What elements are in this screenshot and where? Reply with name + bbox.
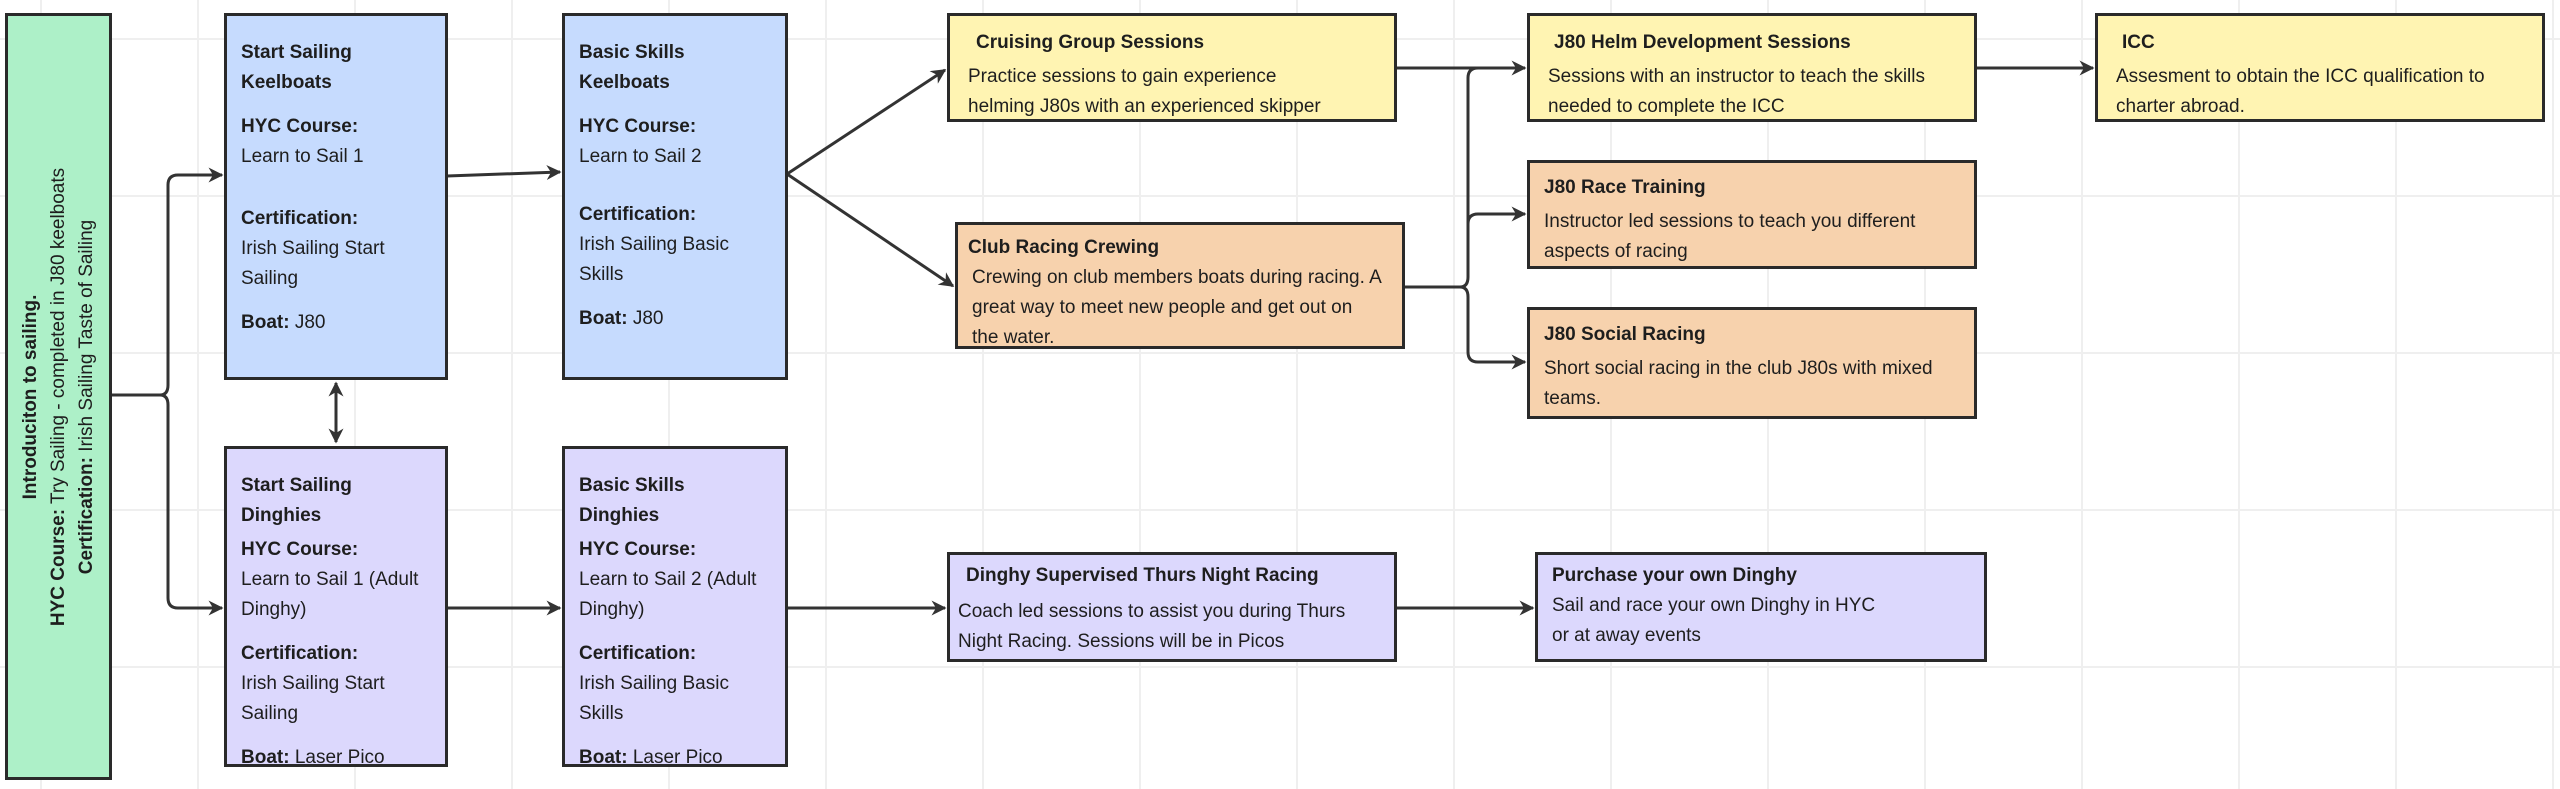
node-title: J80 Helm Development Sessions [1554, 32, 1851, 53]
cert-label: Certification: [241, 643, 359, 664]
course-value: Learn to Sail 2 (Adult Dinghy) [579, 569, 757, 620]
club-racing-node[interactable]: Club Racing Crewing Crewing on club memb… [955, 222, 1405, 349]
cert-label: Certification: [241, 208, 359, 229]
boat-label: Boat: [579, 308, 628, 329]
cert-value: Irish Sailing Start Sailing [241, 238, 385, 289]
course-value: Learn to Sail 1 [241, 146, 364, 167]
arrow-intro-to-start-dinghies [111, 393, 224, 616]
arrow-basic-keelboats-to-club-racing [786, 172, 955, 288]
course-label: HYC Course: [579, 116, 697, 137]
node-title: Club Racing Crewing [968, 237, 1160, 258]
cert-value: Irish Sailing Start Sailing [241, 673, 385, 724]
node-text: Crewing on club members boats during rac… [972, 267, 1381, 348]
node-title: Purchase your own Dinghy [1552, 565, 1797, 586]
arrow-basic-keelboats-to-cruising [786, 68, 947, 176]
node-text: Short social racing in the club J80s wit… [1544, 358, 1933, 409]
course-label: HYC Course: [241, 116, 359, 137]
arrow-club-to-social-racing [1459, 285, 1527, 370]
node-text: Sail and race your own Dinghy in HYC or … [1552, 595, 1876, 646]
node-text: Sessions with an instructor to teach the… [1548, 66, 1926, 117]
boat-value: Laser Pico [627, 747, 723, 768]
node-title: J80 Race Training [1544, 177, 1706, 198]
node-title: Basic Skills Dinghies [579, 475, 685, 526]
boat-value: J80 [627, 308, 664, 329]
helm-dev-node[interactable]: J80 Helm Development Sessions Sessions w… [1527, 13, 1977, 122]
node-text: Coach led sessions to assist you during … [958, 601, 1346, 652]
social-racing-node[interactable]: J80 Social Racing Short social racing in… [1527, 307, 1977, 419]
start-keelboats-node[interactable]: Start Sailing Keelboats HYC Course: Lear… [224, 13, 448, 380]
intro-node[interactable]: Introduciton to sailing. HYC Course: Try… [5, 13, 112, 780]
node-text: Practice sessions to gain experience hel… [968, 66, 1321, 117]
node-title: Dinghy Supervised Thurs Night Racing [966, 565, 1319, 586]
dinghy-racing-node[interactable]: Dinghy Supervised Thurs Night Racing Coa… [947, 552, 1397, 662]
node-title: J80 Social Racing [1544, 324, 1706, 345]
boat-value: J80 [289, 312, 326, 333]
cert-value: Irish Sailing Basic Skills [579, 234, 729, 285]
cert-value: Irish Sailing Basic Skills [579, 673, 729, 724]
purchase-node[interactable]: Purchase your own Dinghy Sail and race y… [1535, 552, 1987, 662]
node-text: Instructor led sessions to teach you dif… [1544, 211, 1916, 262]
node-title: Start Sailing Keelboats [241, 42, 352, 93]
node-text: Assesment to obtain the ICC qualificatio… [2116, 66, 2485, 117]
node-title: Basic Skills Keelboats [579, 42, 685, 93]
boat-label: Boat: [579, 747, 628, 768]
intro-cert-label: Certification: [75, 456, 97, 574]
start-dinghies-node[interactable]: Start Sailing Dinghies HYC Course: Learn… [224, 446, 448, 768]
course-label: HYC Course: [579, 539, 697, 560]
arrow-start-to-basic-keelboats [446, 164, 562, 180]
cert-label: Certification: [579, 204, 697, 225]
intro-cert-value: Irish Sailing Taste of Sailing [75, 219, 97, 457]
node-title: ICC [2122, 32, 2155, 53]
icc-node[interactable]: ICC Assesment to obtain the ICC qualific… [2095, 13, 2545, 122]
course-value: Learn to Sail 2 [579, 146, 702, 167]
arrow-club-to-helm-dev [1404, 66, 1479, 289]
intro-course-value: Try Sailing - completed in J80 keelboats [47, 167, 69, 509]
basic-dinghies-node[interactable]: Basic Skills Dinghies HYC Course: Learn … [562, 446, 788, 768]
cruising-node[interactable]: Cruising Group Sessions Practice session… [947, 13, 1397, 122]
node-title: Cruising Group Sessions [976, 32, 1205, 53]
boat-value: Laser Pico [289, 747, 385, 768]
course-value: Learn to Sail 1 (Adult Dinghy) [241, 569, 419, 620]
boat-label: Boat: [241, 747, 290, 768]
boat-label: Boat: [241, 312, 290, 333]
basic-keelboats-node[interactable]: Basic Skills Keelboats HYC Course: Learn… [562, 13, 788, 380]
intro-title: Introduciton to sailing. [19, 294, 41, 499]
arrow-intro-to-start-keelboats [111, 167, 224, 397]
course-label: HYC Course: [241, 539, 359, 560]
race-training-node[interactable]: J80 Race Training Instructor led session… [1527, 160, 1977, 269]
node-title: Start Sailing Dinghies [241, 475, 352, 526]
cert-label: Certification: [579, 643, 697, 664]
intro-course-label: HYC Course: [47, 508, 69, 626]
arrow-club-to-race-training [1466, 206, 1527, 225]
